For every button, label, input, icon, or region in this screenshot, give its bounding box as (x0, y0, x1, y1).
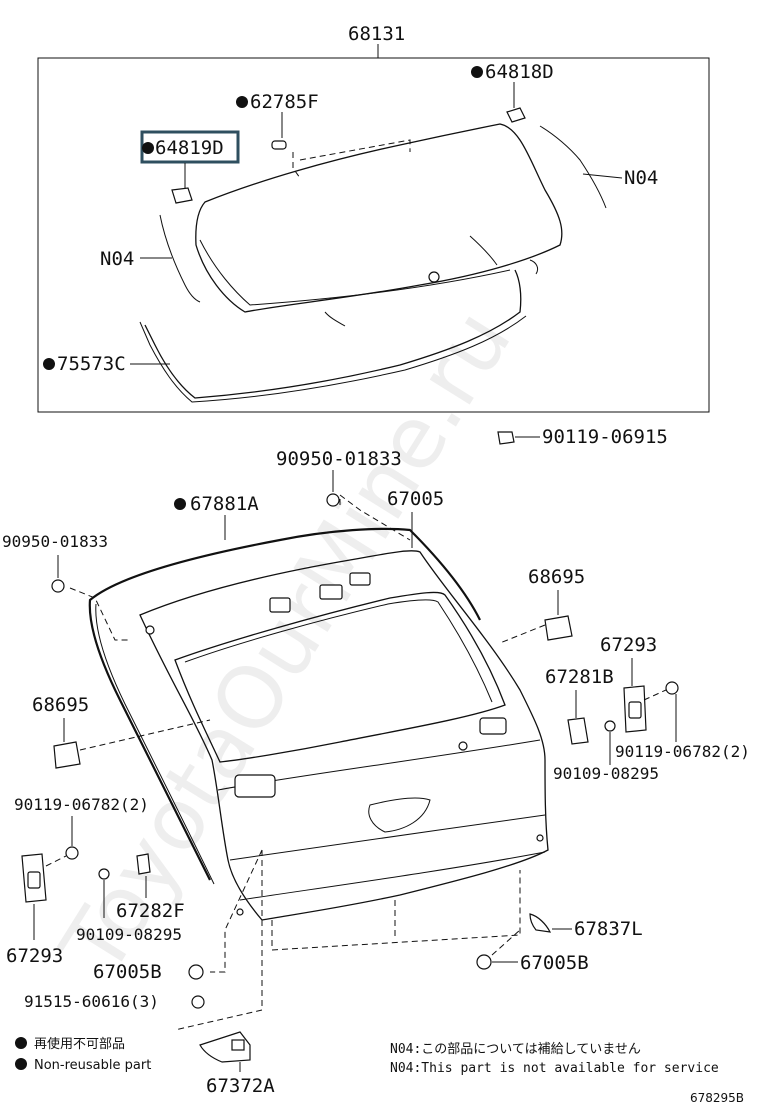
label-67005B-left[interactable]: 67005B (93, 961, 162, 983)
part-n04-left (159, 214, 201, 303)
part-67837L (529, 913, 552, 933)
part-64818D (506, 107, 526, 123)
label-68695-left[interactable]: 68695 (32, 694, 89, 716)
label-90950-01833-top[interactable]: 90950-01833 (276, 448, 402, 470)
label-64819D[interactable]: 64819D (155, 137, 224, 159)
label-90109-08295-right[interactable]: 90109-08295 (553, 764, 659, 783)
nut-90950-01833-top (326, 493, 340, 507)
wiper-hole (428, 271, 440, 283)
part-68695-right (544, 615, 573, 641)
highlight-box-64819D (140, 130, 240, 164)
legend: 再使用不可部品 Non-reusable part (15, 1036, 151, 1073)
label-90119-06782-right[interactable]: 90119-06782(2) (615, 742, 750, 761)
label-68131[interactable]: 68131 (348, 23, 405, 45)
bolt-90109-08295-left (98, 868, 110, 880)
label-67005B-right[interactable]: 67005B (520, 952, 589, 974)
bolt-90119-06782-right (665, 681, 679, 695)
back-door-group (69, 494, 549, 1031)
label-91515-60616[interactable]: 91515-60616(3) (24, 992, 159, 1011)
label-68695-right[interactable]: 68695 (528, 566, 585, 588)
note-jp: N04:この部品については補給していません (390, 1042, 641, 1057)
back-window-glass (195, 123, 563, 313)
label-62785F[interactable]: 62785F (250, 91, 319, 113)
part-62785F (271, 140, 287, 150)
label-64818D[interactable]: 64818D (485, 61, 554, 83)
part-n04-right (539, 125, 607, 209)
bolt-90109-08295-right (604, 720, 616, 732)
legend-jp: 再使用不可部品 (34, 1036, 125, 1052)
legend-en: Non-reusable part (34, 1058, 151, 1073)
part-67282F (136, 853, 151, 875)
label-67281B[interactable]: 67281B (545, 666, 614, 688)
label-n04-left[interactable]: N04 (100, 248, 134, 270)
part-67281B (567, 717, 589, 745)
label-67293-left[interactable]: 67293 (6, 945, 63, 967)
watermark: ToyotaOurMine.ru (42, 293, 530, 992)
label-67372A[interactable]: 67372A (206, 1075, 275, 1097)
part-67005B-left (188, 964, 204, 980)
bolt-90119-06915: 90119-06915 (497, 426, 668, 448)
bolt-91515-60616 (191, 995, 205, 1009)
label-90950-01833-left[interactable]: 90950-01833 (2, 532, 108, 551)
label-67282F[interactable]: 67282F (116, 900, 185, 922)
figure-code: 678295B (690, 1091, 744, 1105)
glass-inner-edge (199, 239, 511, 306)
bolt-90119-06782-left (65, 846, 79, 860)
glass-group-frame (37, 57, 710, 413)
label-n04-right[interactable]: N04 (624, 167, 658, 189)
label-90109-08295-left[interactable]: 90109-08295 (76, 925, 182, 944)
back-door-panel (139, 550, 549, 921)
nut-90950-01833-left (51, 579, 65, 593)
door-weatherstrip (88, 527, 481, 881)
label-75573C[interactable]: 75573C (57, 353, 126, 375)
label-67837L[interactable]: 67837L (574, 918, 643, 940)
label-90119-06915[interactable]: 90119-06915 (542, 426, 668, 448)
label-67881A[interactable]: 67881A (190, 493, 259, 515)
back-window-group: 68131 62785F 64818D 64819D N04 (37, 23, 710, 413)
glass-molding (144, 269, 522, 399)
label-67005[interactable]: 67005 (387, 488, 444, 510)
note-en: N04:This part is not available for servi… (390, 1061, 719, 1076)
label-67293-right[interactable]: 67293 (600, 634, 657, 656)
label-90119-06782-left[interactable]: 90119-06782(2) (14, 795, 149, 814)
part-64819D (171, 187, 193, 204)
door-window-opening (174, 591, 506, 763)
part-68695-left (53, 741, 81, 769)
part-67005B-right (476, 954, 492, 970)
